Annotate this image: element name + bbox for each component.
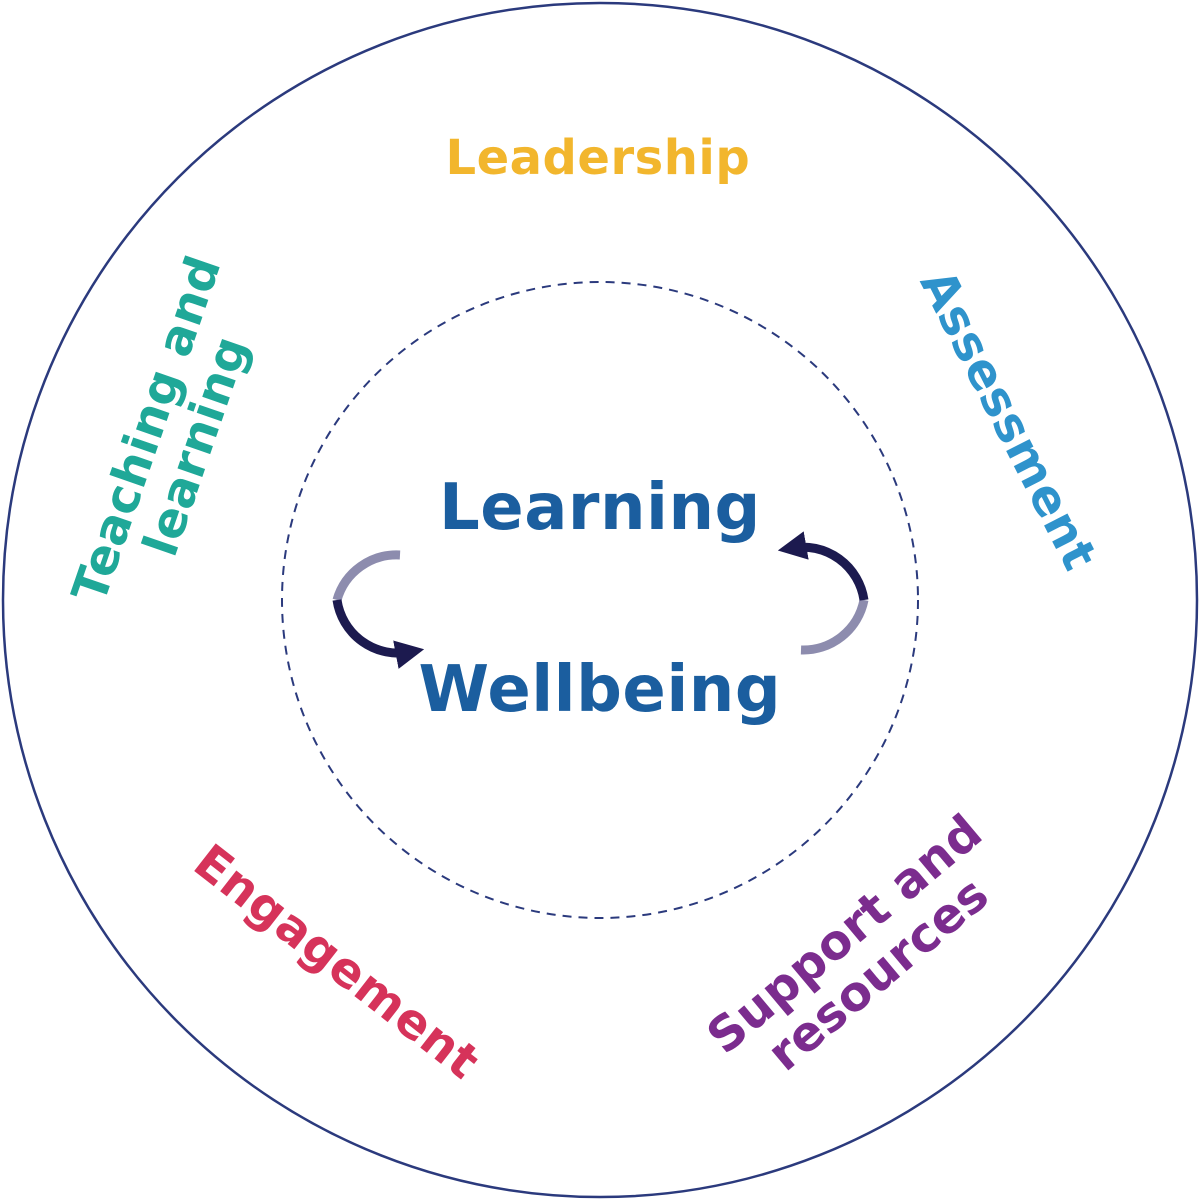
inner-dashed-ring — [281, 281, 919, 919]
left-cycle-arrow — [332, 599, 425, 669]
left-cycle-arrow-tail — [332, 550, 401, 602]
center-wellbeing-label: Wellbeing — [418, 653, 782, 727]
center-learning-label: Learning — [439, 471, 761, 545]
leadership-label: Leadership — [445, 130, 751, 186]
right-cycle-arrow-tail — [800, 598, 869, 655]
right-cycle-arrow — [777, 531, 869, 601]
